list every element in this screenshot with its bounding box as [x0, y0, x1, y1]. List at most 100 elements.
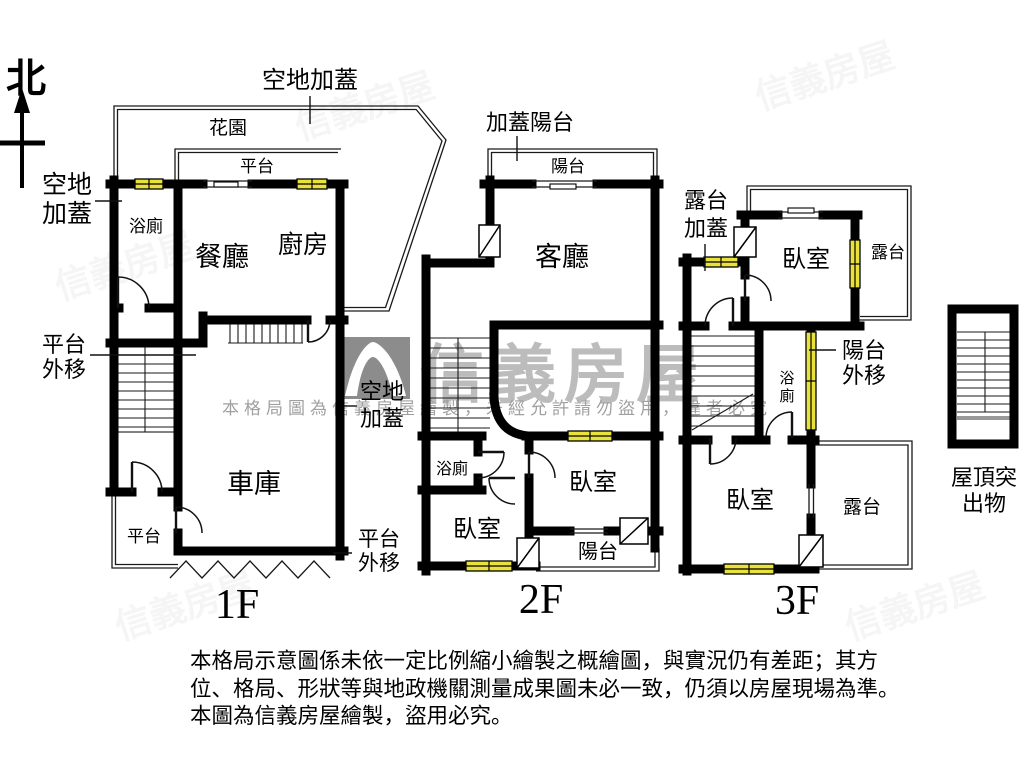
f2-curved-wall	[489, 392, 533, 441]
f3-bedroom-bottom-label: 臥室	[726, 487, 774, 514]
f1-garage-steps	[228, 324, 303, 344]
f1-open-left-label-2: 加蓋	[42, 200, 92, 228]
f2-windowbox-left	[478, 224, 501, 258]
f1-garage-top-door	[306, 319, 331, 343]
f1-window-left	[134, 178, 164, 190]
disclaimer-line-1: 本格局示意圖係未依一定比例縮小繪製之概繪圖，與實況仍有差距；其方	[190, 649, 878, 673]
f1-platform-outline-inner	[177, 151, 338, 180]
f1-platform-br-label-2: 外移	[358, 551, 400, 575]
f2-covered-balcony-label: 加蓋陽台	[486, 110, 574, 135]
rooftop-walls	[947, 304, 1019, 449]
f2-bathroom-door	[477, 450, 505, 479]
f3-windowbox-bottom	[798, 534, 824, 568]
f3-balcony-out-label-2: 外移	[842, 363, 886, 388]
f1-platform-br-label-1: 平台	[358, 527, 400, 551]
f2-bedroom-right-door	[527, 451, 556, 479]
f3-bedroom-top-label: 臥室	[782, 246, 830, 273]
f2-bedroom-left-label: 臥室	[453, 516, 501, 543]
f2-windowbox-bottom	[516, 537, 540, 569]
f1-garage-label: 車庫	[227, 469, 281, 499]
f3-terrace-top-label: 露台	[871, 243, 905, 262]
f2-window-bottom	[465, 560, 513, 572]
rooftop-label-1: 屋頂突	[951, 465, 1017, 490]
sinyi-logo-glyph	[345, 342, 406, 396]
rooftop-label-2: 出物	[962, 491, 1006, 516]
f3-slider-top	[778, 207, 823, 219]
f1-open-mid-label-2: 加蓋	[360, 406, 404, 431]
f1-platform-bottom-label: 平台	[127, 527, 161, 546]
f2-bathroom-label: 浴廁	[436, 459, 468, 478]
f3-terrace-cover-label-1: 露台	[684, 188, 728, 213]
f1-floor-name: 1F	[215, 582, 259, 628]
f3-terrace-top-outline-inner	[749, 188, 909, 318]
f2-slider-top	[532, 180, 597, 190]
f3-bathroom-label-2: 廁	[779, 387, 794, 405]
f2-balcony2-outline	[536, 548, 660, 572]
north-arrow: 北	[0, 56, 46, 188]
f1-slider-top	[203, 180, 252, 188]
f1-platform-out-label-1: 平台	[42, 332, 86, 357]
f3-terrace-cover-label-2: 加蓋	[684, 216, 728, 241]
f3-stairs	[690, 335, 756, 431]
window-markers	[134, 178, 861, 575]
f3-window-balcony-moved	[805, 331, 817, 431]
f3-floor-name: 3F	[775, 578, 819, 624]
f1-platform2-outline-inner	[114, 492, 178, 566]
disclaimer: 本格局示意圖係未依一定比例縮小繪製之概繪圖，與實況仍有差距；其方 位、格局、形狀…	[190, 649, 900, 728]
f1-garage-door-zigzag	[169, 560, 331, 579]
f2-balcony-bottom-label: 陽台	[578, 540, 618, 563]
f3-windowbox-top	[733, 226, 757, 258]
f3-walls	[678, 210, 865, 576]
f1-open-area-outline	[113, 105, 447, 312]
f3-bathroom-label-1: 浴	[779, 370, 794, 387]
f1-open-mid-label-1: 空地	[360, 379, 404, 404]
labels: 空地加蓋 花園 平台 空地 加蓋 浴廁 餐廳 廚房 平台 外移 車庫 平台 空地…	[42, 67, 1017, 628]
f1-stairs	[112, 345, 178, 433]
f3-balcony-out-label-1: 陽台	[842, 338, 886, 363]
f2-stairs	[426, 337, 490, 433]
f1-garage-side-door	[174, 506, 203, 534]
sliding-doors	[203, 180, 823, 534]
f1-platform-out-label-2: 外移	[42, 357, 86, 382]
f2-windowbox-balcony	[619, 517, 649, 545]
f1-bathroom-door	[116, 276, 150, 309]
f1-open-left-label-1: 空地	[42, 171, 92, 199]
f2-slider-balcony	[570, 528, 608, 534]
f1-open-cover-top-label: 空地加蓋	[262, 67, 358, 94]
disclaimer-line-2: 位、格局、形狀等與地政機關測量成果圖未必一致，仍須以房屋現場為準。	[190, 677, 900, 701]
f2-living-label: 客廳	[535, 242, 589, 272]
f1-window-kitchen	[296, 178, 328, 190]
f3-terrace-bottom-label: 露台	[843, 496, 881, 518]
tile-watermark: 信義房屋	[840, 565, 989, 648]
f1-dining-label: 餐廳	[195, 242, 249, 272]
f3-window-top-left	[703, 256, 739, 268]
f1-platform-door	[130, 461, 163, 493]
f3-slider-terrace	[808, 484, 815, 518]
f2-balcony-top-label: 陽台	[551, 157, 585, 176]
f1-garden-label: 花園	[209, 117, 247, 139]
f2-window-bedroom-top	[567, 430, 613, 442]
north-arrow-head	[14, 88, 30, 113]
f3-bathroom-door	[765, 411, 794, 439]
thin-outlines	[111, 105, 913, 572]
f1-open-area-outline-inner	[116, 108, 443, 309]
f3-foyer-door	[704, 297, 735, 327]
doors	[116, 274, 794, 534]
disclaimer-line-3: 本圖為信義房屋繪製，盜用必究。	[190, 704, 513, 728]
rooftop-stairs	[957, 331, 1013, 420]
f1-kitchen-label: 廚房	[278, 231, 328, 259]
window-boxes	[478, 224, 824, 569]
f3-bedroom-top-door	[743, 274, 772, 302]
tile-watermark: 信義房屋	[750, 35, 899, 118]
north-label: 北	[6, 56, 46, 101]
f1-platform2-outline	[111, 492, 178, 569]
f2-bedroom-left-door	[488, 476, 516, 505]
f3-terrace-bottom-outline-inner	[815, 444, 909, 566]
f3-terrace-bottom-outline	[815, 440, 913, 570]
callout-lines	[90, 96, 836, 554]
f3-terrace-top-outline	[746, 185, 912, 321]
f2-floor-name: 2F	[519, 577, 563, 623]
f3-window-bedroom-right	[849, 239, 861, 289]
f2-balcony-outline	[487, 148, 658, 180]
